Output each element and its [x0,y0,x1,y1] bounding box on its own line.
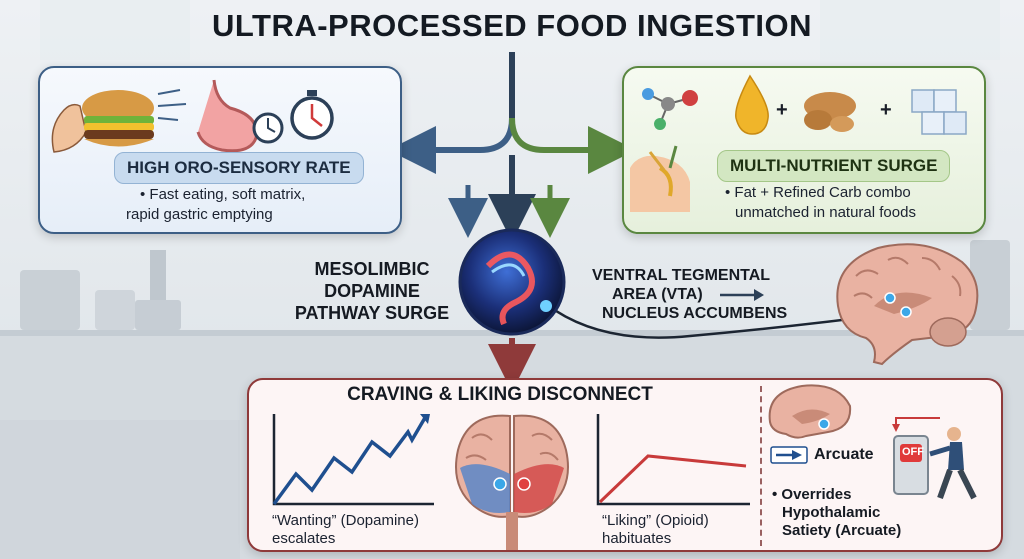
off-switch-icon [892,417,977,500]
mesolimbic-label-3: PATHWAY SURGE [294,303,450,323]
plus-symbol-1: + [776,99,788,121]
clock-icon [252,112,284,144]
vta-label-3: NUCLEUS ACCUMBENS [602,305,788,322]
vta-label-1: VENTRAL TEGMENTAL [592,267,771,284]
burger-hand-icon [51,89,187,153]
split-brain-icon [455,414,569,550]
oro-sensory-desc-2: rapid gastric emptying [126,206,273,223]
arcuate-label: Arcuate [814,446,874,463]
right-panel-icons: + + [630,74,967,212]
arcuate-arrow-icon [770,446,808,464]
oro-sensory-heading: HIGH ORO-SENSORY RATE [114,152,364,184]
oil-drop-icon [735,74,769,135]
molecule-icon [642,88,698,130]
stomach-icon [196,79,258,153]
overrides-line-3: Satiety (Arcuate) [782,522,902,539]
panel-divider [760,386,762,546]
person-pushing-icon [929,427,977,500]
stopwatch-icon [290,90,334,140]
oro-sensory-desc-1: • Fast eating, soft matrix, [140,186,306,203]
wanting-caption-2: escalates [272,530,336,547]
flour-icon [804,92,856,132]
overrides-line-1: • Overrides [772,486,852,503]
plus-symbol-2: + [880,99,892,121]
multi-nutrient-desc-1: • Fat + Refined Carb combo [725,184,911,201]
liking-caption-1: “Liking” (Opioid) [602,512,709,529]
sugar-cubes-icon [911,89,967,135]
wanting-caption-1: “Wanting” (Dopamine) [272,512,419,529]
craving-liking-heading: CRAVING & LIKING DISCONNECT [347,384,653,405]
liking-caption-2: habituates [602,530,672,547]
wanting-chart [272,414,434,506]
craving-liking-panel [247,378,1003,552]
dopamine-orb-icon [458,228,566,336]
liking-chart [596,414,750,506]
digestion-icon [630,145,690,212]
overrides-line-2: Hypothalamic [782,504,881,521]
left-panel-icons [51,79,334,153]
hypothalamus-brain-icon [768,384,852,439]
sagittal-brain-icon [836,243,979,366]
vta-label-2: AREA (VTA) [612,286,703,303]
multi-nutrient-heading: MULTI-NUTRIENT SURGE [717,150,951,182]
page-title: ULTRA-PROCESSED FOOD INGESTION [211,8,812,43]
off-label: OFF [902,446,924,458]
vta-arrow-icon [720,289,764,301]
mesolimbic-label-2: DOPAMINE [324,281,420,301]
multi-nutrient-desc-2: unmatched in natural foods [735,204,916,221]
mesolimbic-label-1: MESOLIMBIC [314,259,430,279]
arrow-to-left-panel [388,117,515,174]
arrow-to-right-panel [509,117,636,174]
